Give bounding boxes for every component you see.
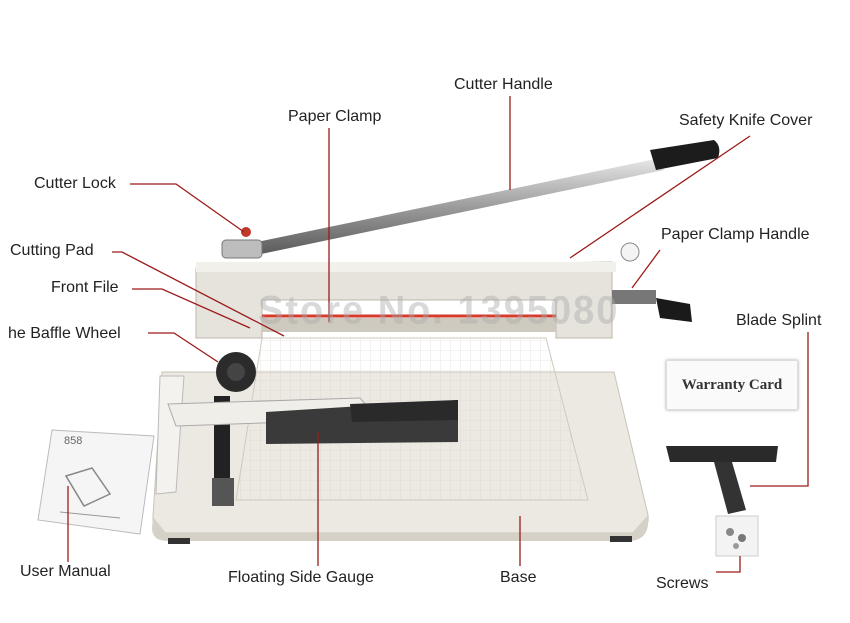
blade-splint-tool bbox=[666, 446, 778, 514]
label-user-manual: User Manual bbox=[20, 563, 111, 580]
label-baffle-wheel: he Baffle Wheel bbox=[8, 325, 121, 342]
label-screws: Screws bbox=[656, 575, 709, 592]
label-base: Base bbox=[500, 569, 537, 586]
screws-bag bbox=[715, 515, 759, 557]
label-cutting-pad: Cutting Pad bbox=[10, 242, 94, 259]
label-front-file: Front File bbox=[51, 279, 119, 296]
label-cutter-handle: Cutter Handle bbox=[454, 76, 553, 93]
warranty-card: Warranty Card bbox=[666, 360, 798, 410]
manual-model-number: 858 bbox=[64, 435, 83, 447]
label-safety-knife-cover: Safety Knife Cover bbox=[679, 112, 813, 129]
label-paper-clamp: Paper Clamp bbox=[288, 108, 382, 125]
label-paper-clamp-handle: Paper Clamp Handle bbox=[661, 226, 810, 243]
baffle-wheel bbox=[216, 352, 256, 392]
label-floating-side-gauge: Floating Side Gauge bbox=[228, 569, 374, 586]
watermark-text: Store No. 1395080 bbox=[258, 288, 620, 334]
label-cutter-lock: Cutter Lock bbox=[34, 175, 116, 192]
leader-lines bbox=[67, 96, 809, 573]
user-manual-booklet bbox=[37, 429, 155, 535]
cutter-handle-rod bbox=[221, 140, 720, 259]
clamp-handle-knob bbox=[612, 242, 692, 322]
floating-side-gauge bbox=[167, 397, 458, 444]
label-blade-splint: Blade Splint bbox=[736, 312, 822, 329]
back-frame bbox=[195, 261, 616, 339]
